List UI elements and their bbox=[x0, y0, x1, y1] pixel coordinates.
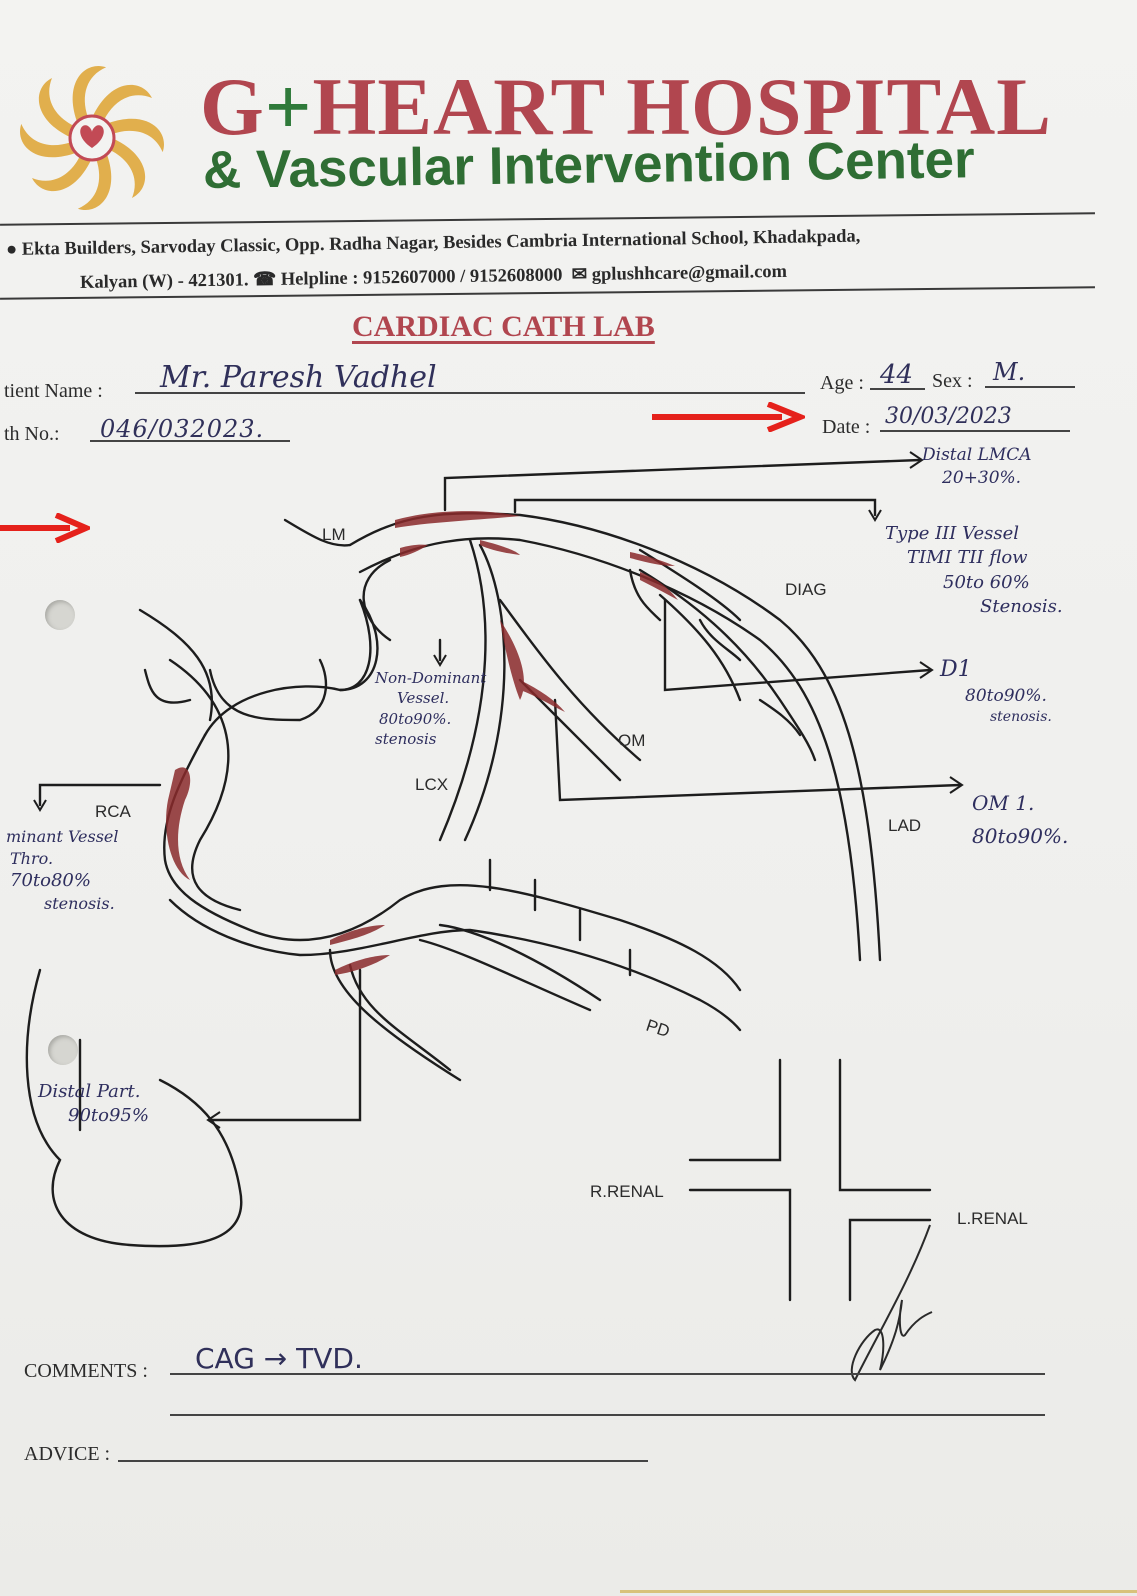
date-label: Date : bbox=[822, 416, 870, 439]
label-lad: LAD bbox=[888, 816, 921, 835]
label-pd: PD bbox=[644, 1016, 672, 1041]
comments-value: CAG → TVD. bbox=[195, 1342, 363, 1375]
cath-no-value: 046/032023. bbox=[100, 415, 264, 443]
date-value: 30/03/2023 bbox=[885, 404, 1012, 429]
advice-label: ADVICE : bbox=[24, 1443, 110, 1466]
advice-line bbox=[118, 1460, 648, 1462]
hospital-logo bbox=[10, 58, 175, 218]
address-line: ● Ekta Builders, Sarvoday Classic, Opp. … bbox=[6, 227, 861, 261]
label-lm: LM bbox=[322, 525, 346, 544]
red-arrow-icon bbox=[650, 402, 805, 432]
label-r-renal: R.RENAL bbox=[590, 1182, 664, 1201]
note-distal: Distal Part.90to95% bbox=[38, 1080, 149, 1129]
date-line bbox=[880, 430, 1070, 432]
phone-icon: ☎ bbox=[253, 270, 276, 290]
comments-label: COMMENTS : bbox=[24, 1360, 148, 1383]
label-lcx: LCX bbox=[415, 775, 448, 794]
sex-line bbox=[985, 386, 1075, 388]
comments-line-2 bbox=[170, 1414, 1045, 1416]
sex-value: M. bbox=[993, 358, 1025, 386]
sex-label: Sex : bbox=[932, 370, 973, 393]
label-rca: RCA bbox=[95, 802, 132, 821]
age-line bbox=[870, 388, 925, 390]
label-l-renal: L.RENAL bbox=[957, 1209, 1028, 1228]
note-om1: OM 1.80to90%. bbox=[972, 790, 1068, 850]
label-om: OM bbox=[618, 731, 645, 750]
age-label: Age : bbox=[820, 372, 864, 395]
patient-name-line bbox=[135, 392, 805, 394]
patient-name-value: Mr. Paresh Vadhel bbox=[160, 360, 437, 395]
label-diag: DIAG bbox=[785, 580, 827, 599]
email-icon: ✉ bbox=[572, 265, 588, 285]
comments-line bbox=[170, 1373, 1045, 1375]
contact-line: Kalyan (W) - 421301. ☎ Helpline : 915260… bbox=[80, 261, 787, 294]
page-edge bbox=[620, 1590, 1137, 1593]
section-title: CARDIAC CATH LAB bbox=[352, 310, 655, 344]
age-value: 44 bbox=[880, 360, 913, 390]
hospital-subtitle: & Vascular Intervention Center bbox=[203, 129, 975, 201]
patient-name-label: tient Name : bbox=[4, 380, 103, 403]
